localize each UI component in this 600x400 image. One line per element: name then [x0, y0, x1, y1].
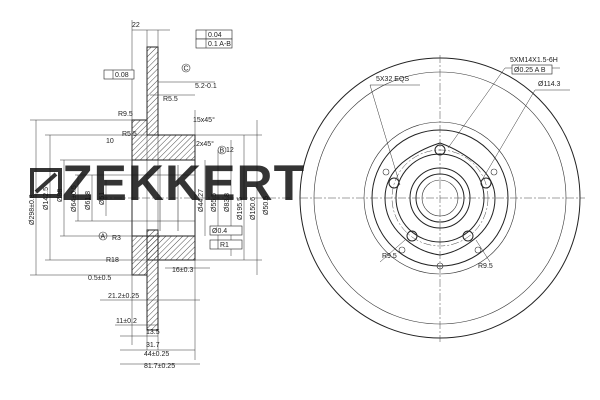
tol-label-5: Ø0.4 — [212, 228, 227, 235]
dim-label-298: Ø298±0.8 — [29, 194, 36, 225]
dim-label-838: Ø83.8 — [224, 193, 231, 212]
dim-label-15x45: 15x45° — [193, 116, 215, 124]
pcd-circle — [391, 149, 489, 247]
dim-label-11: 11±0.2 — [116, 318, 137, 325]
dim-label-317: 31.7 — [146, 342, 160, 349]
logo-wordmark: ZEKKERT — [62, 155, 305, 211]
label-eqs: 5X32 EQS — [376, 76, 409, 83]
label-pcd: Ø114.3 — [538, 81, 561, 88]
tol-label-3: 0.08 — [115, 72, 129, 79]
dim-label-52: 5.2-0.1 — [195, 83, 217, 90]
dim-label-r95: R9.5 — [118, 111, 133, 118]
dim-label-44: 44±0.25 — [144, 351, 169, 358]
dim-label-16: 16±0.3 — [172, 267, 193, 274]
dim-label-1955: Ø195.5 — [237, 197, 244, 220]
leader-eqs — [369, 84, 401, 186]
dim-label-212: 21.2±0.25 — [108, 293, 139, 300]
dim-label-555: Ø55.5 — [211, 193, 218, 212]
svg-text:B: B — [220, 148, 225, 155]
bolt-hole-3 — [462, 230, 474, 242]
datum-b: B — [217, 145, 227, 155]
label-r95-right: R9.5 — [478, 263, 493, 270]
tolerance-frame-left: 0.08 — [103, 69, 135, 80]
tolerance-frame-top: 0.04 0.1 A-B — [195, 29, 233, 49]
dim-label-135: 13.5 — [146, 329, 160, 336]
flange-hole-1 — [382, 168, 390, 176]
datum-a: A — [98, 231, 108, 241]
dim-label-64: Ø64±0.5 — [71, 185, 78, 212]
dim-label-618: Ø61.8 — [85, 191, 92, 210]
bolt-hole-2 — [480, 177, 492, 189]
dim-label-817: 81.7±0.25 — [144, 363, 175, 370]
dim-label-22: 22 — [132, 22, 140, 29]
dim-label-r55a: R5.5 — [163, 96, 178, 103]
dim-label-12: 12 — [226, 147, 234, 154]
bolt-hole-5 — [388, 177, 400, 189]
leader-r95-right — [475, 239, 491, 263]
label-pos-frame — [511, 64, 553, 75]
dim-label-1506: Ø150.6 — [250, 197, 257, 220]
dim-label-51: Ø51 — [99, 192, 106, 205]
dim-label-05: 0.5±0.5 — [88, 275, 111, 282]
label-thread: 5XM14X1.5-6H — [510, 57, 558, 64]
dim-label-r55b: R5.5 — [122, 131, 137, 138]
dim-label-2x45: 2x45° — [196, 140, 214, 148]
zekkert-logo: ZEKKERT — [30, 155, 305, 211]
tol-label-2: 0.1 A-B — [208, 41, 231, 48]
label-r95-left: R9.5 — [382, 253, 397, 260]
tol-label-4: R1 — [220, 242, 229, 249]
flange-hole-4 — [490, 168, 498, 176]
dim-label-505: Ø50.5 — [263, 196, 270, 215]
svg-text:A: A — [101, 234, 106, 241]
svg-text:C: C — [184, 66, 189, 73]
dim-label-1425: Ø142.5 — [43, 187, 50, 210]
disc-ring-upper — [146, 46, 159, 136]
label-position: Ø0.25 A B — [514, 67, 546, 74]
dim-label-r3: R3 — [112, 235, 121, 242]
leader-thread — [447, 67, 506, 149]
dim-label-4427: Ø44.27 — [198, 189, 205, 212]
tolerance-frame-lower: Ø0.4 — [209, 225, 243, 236]
dim-label-r18: R18 — [106, 257, 119, 264]
leader-pcd — [481, 89, 536, 181]
dim-label-10: 10 — [106, 138, 114, 145]
leader-r95-left — [379, 239, 406, 263]
hub-upper — [131, 119, 196, 161]
flange-hole-2 — [398, 246, 406, 254]
front-view: 5XM14X1.5-6H Ø0.25 A B 5X32 EQS Ø114.3 R… — [299, 55, 585, 342]
tol-label-1: 0.04 — [208, 32, 222, 39]
flange-hole-3 — [474, 246, 482, 254]
bolt-hole-4 — [406, 230, 418, 242]
datum-c: C — [181, 63, 191, 73]
section-view: 0.04 0.1 A-B 0.08 R1 Ø0.4 C B A — [29, 20, 290, 370]
tolerance-frame-right: R1 — [209, 239, 243, 250]
